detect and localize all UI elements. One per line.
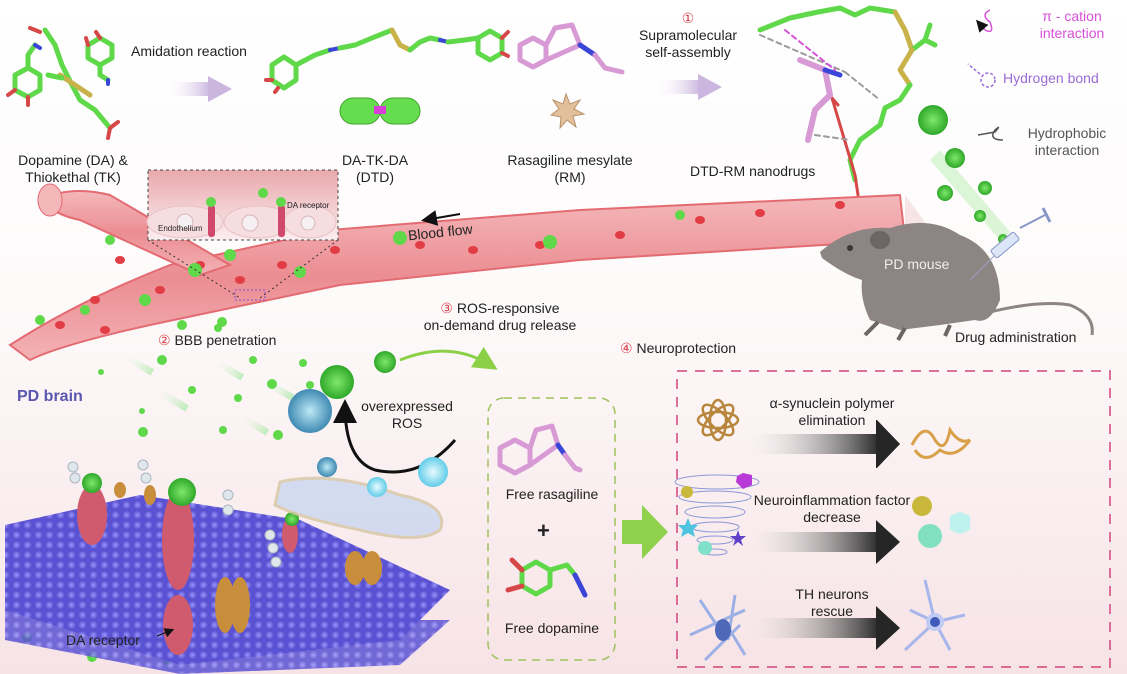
self-assembly-arrow — [655, 80, 700, 94]
cell-membrane — [5, 457, 450, 674]
dtd-label-line1: DA-TK-DA — [341, 152, 409, 168]
dtd-label: DA-TK-DA (DTD) — [335, 152, 415, 186]
reactants-label: Dopamine (DA) & Thiokethal (TK) — [13, 152, 133, 186]
free-dopamine-molecule — [505, 557, 588, 598]
free-rasagiline-label: Free rasagiline — [505, 486, 599, 502]
legend-hydrophobic: Hydrophobic interaction — [1012, 125, 1122, 159]
inflammation-factors-icon — [912, 496, 970, 548]
effect-neurons-line1: TH neurons — [795, 586, 869, 602]
step1-line1: Supramolecular — [638, 27, 738, 43]
ros-label-line2: ROS — [391, 415, 423, 431]
damaged-neuron-icon — [689, 594, 747, 662]
step3-line2: on-demand drug release — [423, 317, 577, 333]
pd-mouse — [820, 222, 1094, 342]
reactants-label-line2: Thiokethal (TK) — [25, 169, 121, 185]
step3-number: ③ — [440, 300, 453, 316]
legend-hydrophobic-icon — [977, 126, 1004, 141]
membrane-receptor-label: DA receptor — [66, 632, 140, 648]
legend-pi-cation-line1: π - cation — [1042, 8, 1102, 24]
amidation-arrow — [165, 82, 210, 96]
reactant-molecules — [6, 26, 120, 140]
step2-text: BBB penetration — [174, 332, 277, 348]
healthy-neuron-icon — [903, 579, 966, 652]
legend-hydrogen-bond-icon — [967, 63, 996, 88]
step4-number: ④ — [620, 340, 633, 356]
mouse-label: PD mouse — [884, 256, 950, 272]
effect-inflammation-line1: Neuroinflammation factor — [753, 492, 911, 508]
amidation-arrow-head — [208, 76, 232, 102]
dtd-molecule — [264, 27, 510, 94]
step4-text: Neuroprotection — [636, 340, 737, 356]
effect-neurons-label: TH neurons rescue — [767, 586, 897, 620]
blood-flow-arrow — [421, 210, 461, 226]
endothelium-inset — [146, 169, 339, 301]
drug-administration-label: Drug administration — [955, 329, 1077, 345]
step3-label: ③ ROS-responsive on-demand drug release — [405, 300, 595, 334]
pd-brain-title: PD brain — [17, 388, 83, 405]
step1-line2: self-assembly — [645, 44, 731, 60]
effect-neurons-line2: rescue — [810, 603, 854, 619]
rm-label-line1: Rasagiline mesylate — [507, 152, 633, 168]
rm-label-line2: (RM) — [554, 169, 586, 185]
inset-endothelium-label: Endothelium — [158, 224, 203, 233]
free-drug-box — [487, 397, 616, 661]
legend-pi-cation-line2: interaction — [1039, 25, 1105, 41]
effect-synuclein-label: α-synuclein polymer elimination — [742, 395, 922, 429]
rasagiline-molecule — [517, 22, 625, 75]
legend-hydrophobic-line1: Hydrophobic — [1027, 125, 1107, 141]
amidation-label: Amidation reaction — [131, 43, 247, 59]
self-assembly-arrow-head — [698, 74, 722, 100]
vessel-nanodrugs — [35, 210, 685, 325]
legend-pi-cation: π - cation interaction — [1022, 8, 1122, 42]
step3-line1: ROS-responsive — [456, 300, 560, 316]
legend-hydrophobic-line2: interaction — [1034, 142, 1100, 158]
effect-arrows — [740, 420, 900, 650]
step4-label: ④ Neuroprotection — [620, 340, 736, 357]
effect-synuclein-line1: α-synuclein polymer — [769, 395, 895, 411]
step1-number: ① — [681, 10, 695, 26]
free-dopamine-label: Free dopamine — [504, 620, 600, 636]
dtd-label-line2: (DTD) — [355, 169, 395, 185]
rm-particle-icon — [549, 92, 586, 130]
step2-number: ② — [158, 332, 171, 348]
ros-label: overexpressed ROS — [352, 398, 462, 432]
legend-hydrogen-bond: Hydrogen bond — [1003, 70, 1099, 86]
dtd-rm-complex — [757, 5, 938, 197]
step2-label: ② BBB penetration — [158, 332, 276, 349]
inset-receptor-label: DA receptor — [287, 201, 330, 210]
syringe-icon — [969, 207, 1052, 281]
plus-sign: + — [537, 518, 550, 543]
synuclein-aggregate-icon — [696, 398, 740, 442]
reactants-label-line1: Dopamine (DA) & — [18, 152, 128, 168]
effect-synuclein-line2: elimination — [798, 412, 866, 428]
free-rasagiline-molecule — [497, 423, 583, 476]
neuroprotection-box — [676, 370, 1111, 668]
effect-inflammation-line2: decrease — [803, 509, 861, 525]
ros-label-line1: overexpressed — [361, 398, 453, 414]
rm-label: Rasagiline mesylate (RM) — [495, 152, 645, 186]
effect-inflammation-label: Neuroinflammation factor decrease — [732, 492, 932, 526]
inflammation-vortex-icon — [674, 473, 760, 556]
step1-label: ① Supramolecular self-assembly — [628, 10, 748, 61]
nanodrug-label: DTD-RM nanodrugs — [690, 163, 816, 179]
synuclein-monomer-icon — [910, 426, 972, 459]
nanodrug-spheres — [918, 105, 1010, 244]
dtd-pill-icon — [339, 97, 421, 125]
release-to-protection-arrow — [622, 505, 668, 559]
legend-pi-cation-icon — [976, 9, 993, 33]
